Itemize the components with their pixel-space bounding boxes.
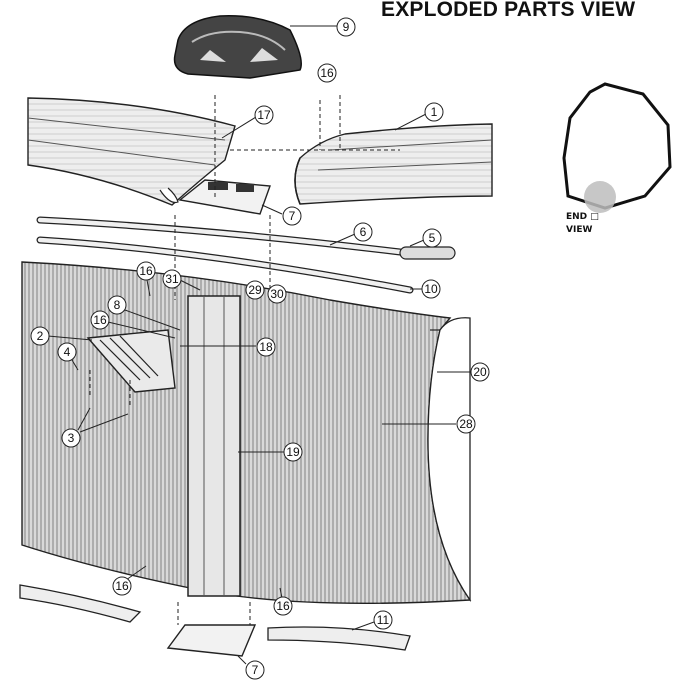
callout-5-label: 5 [429,231,436,245]
callout-16-left-mid: 16 [90,310,176,339]
callout-18: 18 [180,337,276,357]
callout-30-label: 30 [270,287,284,301]
callout-3: 3 [61,407,129,448]
callout-5: 5 [409,228,442,248]
callout-1: 1 [394,102,444,131]
callout-28: 28 [382,414,476,434]
callout-17-label: 17 [257,108,271,122]
end-view-label-line2: VIEW [566,225,593,235]
callout-10: 10 [410,279,441,299]
callout-1-label: 1 [431,105,438,119]
bottom-rails [19,584,411,651]
callout-4: 4 [57,342,79,371]
pool-wall [21,261,472,605]
callout-20: 20 [437,362,490,382]
callout-31: 31 [162,269,201,291]
callout-28-label: 28 [459,417,473,431]
callout-2: 2 [30,326,93,346]
end-view-label-line1: END □ [566,212,599,222]
top-rail-right [294,123,493,205]
callout-8-label: 8 [114,298,121,312]
end-view-shape [562,82,672,213]
callout-7-bottom: 7 [237,655,265,680]
callout-16-left-mid-label: 16 [93,313,107,327]
callout-9-label: 9 [343,20,350,34]
top-cap [173,15,302,79]
callout-31-label: 31 [165,272,179,286]
callout-2-label: 2 [37,329,44,343]
callout-9: 9 [290,17,356,37]
callout-7-bottom-label: 7 [252,663,259,677]
callout-10-label: 10 [424,282,438,296]
upright-post [187,295,241,597]
callout-7-top-label: 7 [289,209,296,223]
callouts: 9 16 1 17 7 6 5 [30,17,490,680]
end-view-label: END □ VIEW [566,211,599,237]
callout-17: 17 [221,105,274,139]
bottom-plate [166,624,257,657]
callout-16-top-label: 16 [320,66,334,80]
callout-4-label: 4 [64,345,71,359]
callout-29-label: 29 [248,283,262,297]
callout-6: 6 [329,222,373,246]
top-rail-left [27,97,236,206]
exploded-guides [89,95,400,625]
callout-16-bottom-right: 16 [273,587,293,616]
callout-16-left-upper-label: 16 [139,264,153,278]
callout-20-label: 20 [473,365,487,379]
top-tubes [36,216,456,294]
diagram-title: EXPLODED PARTS VIEW [381,0,636,21]
callout-16-bottom-left-label: 16 [115,579,129,593]
top-plate [178,179,271,215]
callout-11: 11 [351,610,393,631]
callout-16-left-upper: 16 [136,261,156,297]
callout-16-bottom-right-label: 16 [276,599,290,613]
callout-16-bottom-left: 16 [112,565,147,596]
callout-11-label: 11 [377,613,390,627]
skimmer [86,329,176,393]
callout-7-top: 7 [261,204,302,226]
callout-16-top: 16 [317,63,337,83]
callout-29: 29 [245,280,265,300]
callout-19: 19 [238,442,303,462]
callout-6-label: 6 [360,225,367,239]
callout-19-label: 19 [286,445,300,459]
callout-18-label: 18 [259,340,273,354]
callout-8: 8 [107,295,181,331]
callout-3-label: 3 [68,431,75,445]
callout-30: 30 [267,284,287,304]
